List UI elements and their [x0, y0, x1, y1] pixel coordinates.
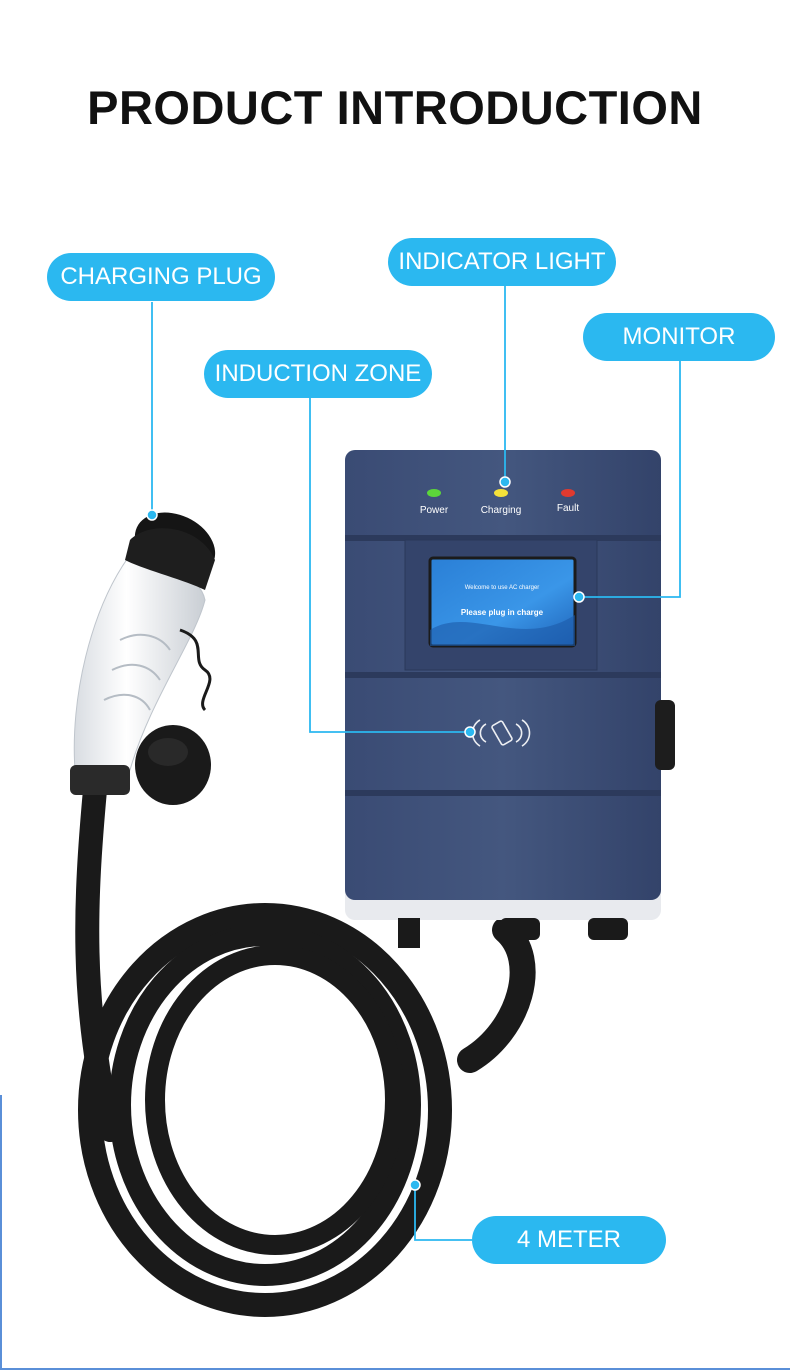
- label-monitor: MONITOR: [583, 313, 775, 361]
- callout-dots: [146, 476, 585, 1191]
- label-charging-plug: CHARGING PLUG: [47, 253, 275, 301]
- label-indicator-light: INDICATOR LIGHT: [388, 238, 616, 286]
- screen-welcome-text: Welcome to use AC charger: [464, 585, 540, 591]
- wallbox-body: [345, 450, 675, 948]
- page-title: PRODUCT INTRODUCTION: [87, 81, 703, 134]
- indicator-label-fault: Fault: [556, 503, 580, 514]
- screen-instruction-text: Please plug in charge: [460, 608, 544, 617]
- indicator-label-charging: Charging: [480, 505, 522, 516]
- frame-line-bottom: [0, 1368, 790, 1370]
- frame-line-left: [0, 1095, 2, 1370]
- charging-plug: [70, 512, 216, 805]
- label-cable-length: 4 METER: [472, 1216, 666, 1264]
- indicator-led-power: [427, 489, 441, 497]
- indicator-led-fault: [561, 489, 575, 497]
- callout-lines: [151, 285, 681, 1241]
- indicator-led-charging: [494, 489, 508, 497]
- indicator-label-power: Power: [419, 505, 449, 516]
- indicator-leds: [427, 489, 575, 497]
- cable-coil: [75, 778, 536, 1317]
- label-induction-zone: INDUCTION ZONE: [204, 350, 432, 398]
